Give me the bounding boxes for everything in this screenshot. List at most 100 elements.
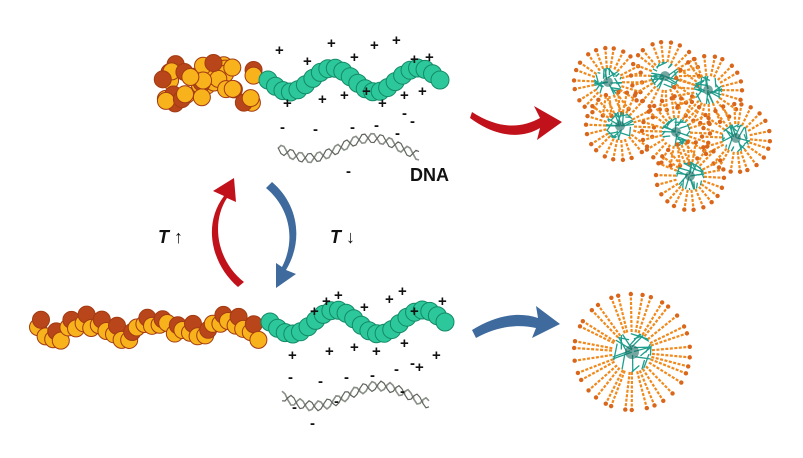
arm-end xyxy=(628,54,633,59)
positive-charge: + xyxy=(275,42,284,59)
arm-end xyxy=(659,98,665,104)
corona-arm xyxy=(733,103,737,125)
aggregated-micelle-cluster xyxy=(571,40,773,213)
monomer-bead xyxy=(223,79,242,98)
arm-end xyxy=(635,53,641,58)
arm-end xyxy=(717,119,723,125)
corona-arm xyxy=(698,186,713,203)
corona-arm xyxy=(650,358,687,375)
corona-arm xyxy=(577,358,614,374)
core-strand xyxy=(618,336,630,341)
temperature-increase-arrow xyxy=(211,178,244,287)
corona-arm xyxy=(674,86,695,90)
corona-arm xyxy=(648,110,666,125)
arm-end xyxy=(644,147,650,152)
corona-arm xyxy=(595,135,611,152)
arm-end xyxy=(673,75,679,81)
arm-end xyxy=(699,134,705,139)
arm-end xyxy=(628,291,634,297)
core-strand xyxy=(656,62,661,69)
cationic-bead xyxy=(430,70,450,90)
arm-end xyxy=(671,203,677,209)
micelle xyxy=(699,101,773,174)
arm-end xyxy=(647,104,652,109)
arm-end xyxy=(739,88,745,93)
arm-end xyxy=(589,141,594,147)
positive-charge: + xyxy=(400,87,409,104)
positive-charge: + xyxy=(288,347,297,364)
core-strand xyxy=(662,135,665,138)
corona-arm xyxy=(737,104,743,125)
arm-end xyxy=(572,86,577,92)
corona-arm xyxy=(634,294,644,333)
arm-end xyxy=(701,145,706,150)
corona-arm xyxy=(692,58,704,78)
arm-end xyxy=(638,70,643,75)
monomer-bead xyxy=(181,68,200,87)
corona-arm xyxy=(617,91,621,113)
corona-arm xyxy=(583,91,600,108)
core-strand xyxy=(656,79,664,88)
negative-charge: - xyxy=(292,399,297,416)
arm-end xyxy=(709,200,714,205)
corona-arm xyxy=(651,355,689,368)
corona-arm xyxy=(703,168,724,175)
corona-arm xyxy=(684,106,700,123)
core-strand xyxy=(675,78,680,83)
corona-arm xyxy=(617,295,629,333)
corona-arm xyxy=(609,48,615,69)
corona-arm xyxy=(621,92,629,113)
corona-arm xyxy=(660,182,679,196)
core-strand xyxy=(730,146,735,152)
arm-end xyxy=(738,97,743,103)
corona-arm xyxy=(656,178,677,186)
arm-end xyxy=(739,102,744,107)
corona-arm xyxy=(643,121,663,129)
bottom-positive-charges: +++++++++++++++ xyxy=(288,283,447,376)
core-strand xyxy=(661,61,665,64)
micelle-core xyxy=(603,77,613,87)
corona-arm xyxy=(651,352,690,359)
arm-end xyxy=(630,61,636,67)
arm-end xyxy=(596,97,601,102)
arm-end xyxy=(691,56,697,62)
negative-charge: - xyxy=(288,369,293,386)
positive-charge: + xyxy=(327,35,336,52)
corona-arm xyxy=(681,101,693,121)
arm-end xyxy=(728,169,733,174)
corona-arm xyxy=(661,100,672,120)
positive-charge: + xyxy=(283,95,292,112)
negative-charge: - xyxy=(344,369,349,386)
arm-end xyxy=(671,84,677,90)
negative-charge: - xyxy=(410,355,415,372)
arm-end xyxy=(706,115,711,121)
core-strand xyxy=(689,162,693,173)
corona-arm xyxy=(616,55,632,73)
arm-end xyxy=(689,99,695,105)
core-strand xyxy=(695,89,703,98)
arm-end xyxy=(675,142,680,147)
corona-arm xyxy=(714,110,729,128)
corona-arm xyxy=(574,340,613,350)
positive-charge: + xyxy=(372,343,381,360)
arm-end xyxy=(761,155,767,160)
corona-arm xyxy=(637,54,655,69)
arm-end xyxy=(653,172,659,178)
arm-end xyxy=(573,67,579,73)
core-strand xyxy=(729,124,738,132)
corona-arm xyxy=(736,151,742,172)
arm-end xyxy=(589,307,595,313)
corona-arm xyxy=(628,136,643,153)
bottom-dna-strand xyxy=(281,380,430,412)
corona-arm xyxy=(646,314,678,341)
core-strand xyxy=(707,98,711,105)
micelle xyxy=(671,54,745,127)
arm-end xyxy=(572,358,577,363)
arm-end xyxy=(640,292,645,298)
corona-arm xyxy=(749,138,770,143)
negative-charge: - xyxy=(334,393,339,410)
corona-arm xyxy=(669,145,675,166)
corona-arm xyxy=(587,115,607,123)
corona-arm xyxy=(629,293,633,333)
arm-end xyxy=(610,157,616,162)
